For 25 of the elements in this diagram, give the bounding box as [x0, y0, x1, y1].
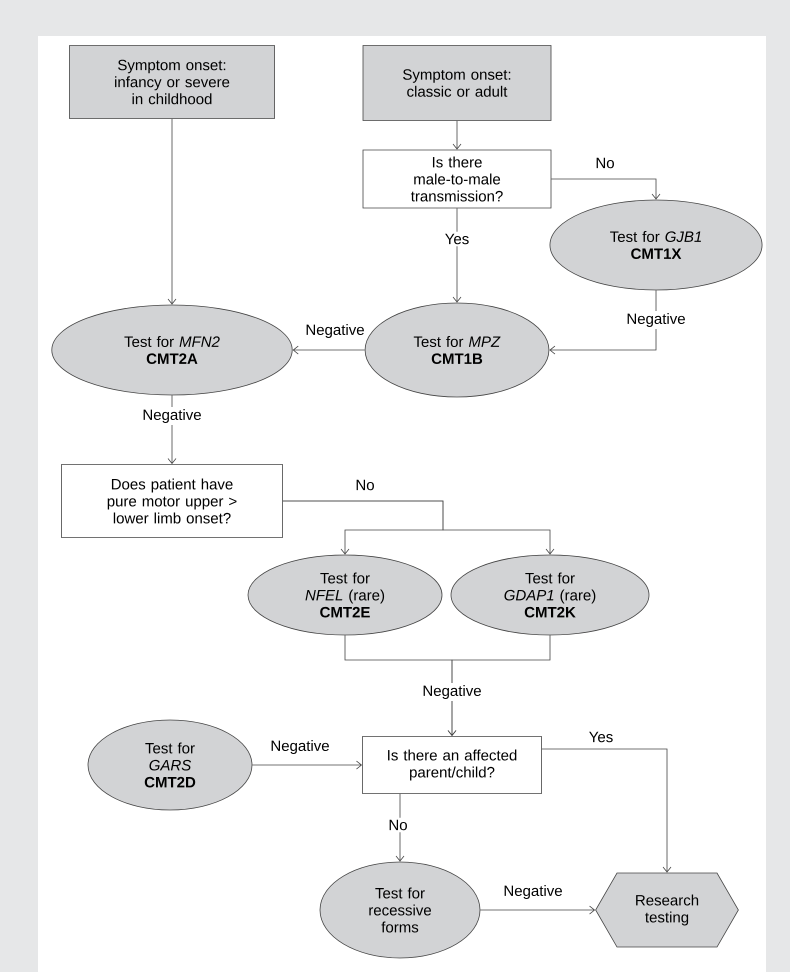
edge-label: Negative [140, 407, 204, 425]
process-box: Symptom onset: infancy or severe in childhood [69, 45, 275, 119]
edge-label: Negative [420, 683, 484, 701]
arrow [168, 118, 176, 305]
edge-label: Yes [442, 232, 472, 246]
arrow [252, 760, 362, 770]
edge-label: Negative [268, 738, 332, 756]
arrow [549, 290, 656, 354]
edge-label: Yes [586, 730, 616, 744]
process-box: Is there an affected parent/child? [362, 736, 542, 794]
process-box: Does patient have pure motor upper > lower limb onset? [61, 464, 283, 538]
arrow [396, 794, 404, 862]
arrow [551, 178, 660, 200]
edge-label: Negative [624, 311, 688, 329]
process-box: Is there male-to-male transmission? [362, 150, 552, 208]
arrow [452, 120, 462, 150]
arrow [480, 906, 596, 914]
edge-label: Negative [501, 883, 565, 901]
edge-label: Negative [303, 322, 367, 340]
process-box: Symptom onset: classic or adult [362, 45, 552, 121]
arrow [282, 500, 554, 555]
arrow [448, 635, 550, 736]
arrow [542, 748, 672, 873]
arrow [292, 346, 366, 354]
terminal-hexagon: Research testing [595, 872, 739, 948]
